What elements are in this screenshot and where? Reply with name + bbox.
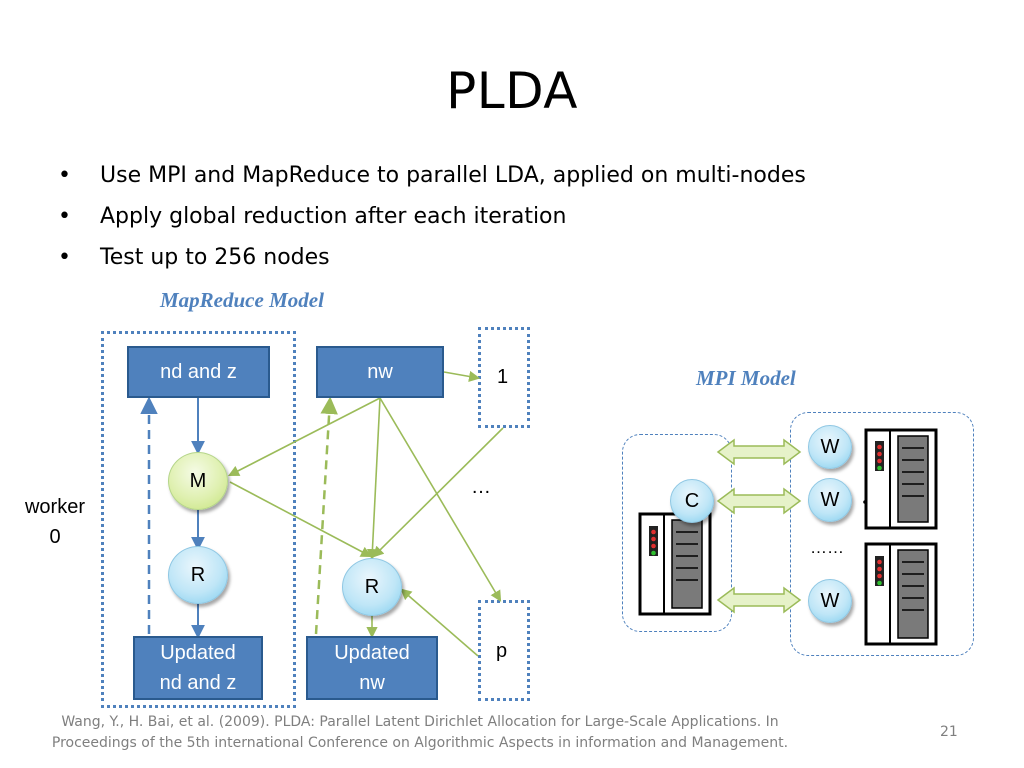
double-arrow xyxy=(716,438,802,466)
coordinator-node-c: C xyxy=(670,479,714,523)
arrow-nw-to-r xyxy=(366,397,381,561)
box-line: nw xyxy=(359,672,385,694)
partition-ellipsis: … xyxy=(471,476,491,498)
citation: Wang, Y., H. Bai, et al. (2009). PLDA: P… xyxy=(40,712,800,754)
bullet-item: Apply global reduction after each iterat… xyxy=(58,199,806,240)
server-icon xyxy=(864,428,938,530)
updated-nd-and-z-box: Updated nd and z xyxy=(133,636,263,700)
worker-0-label: worker 0 xyxy=(16,492,94,552)
bullet-list: Use MPI and MapReduce to parallel LDA, a… xyxy=(58,158,806,281)
box-line: Updated xyxy=(334,642,410,664)
bullet-item: Test up to 256 nodes xyxy=(58,240,806,281)
box-line: nd and z xyxy=(159,672,237,694)
slide-title: PLDA xyxy=(446,62,578,120)
mapreduce-model-label: MapReduce Model xyxy=(160,288,324,312)
partition-1-label: 1 xyxy=(497,366,509,388)
nw-box: nw xyxy=(316,346,444,398)
dashed-arrow-feedback-nw xyxy=(314,396,338,635)
nd-and-z-box: nd and z xyxy=(127,346,270,398)
page-number: 21 xyxy=(940,724,958,740)
worker-0-container xyxy=(101,331,296,708)
partition-p-box xyxy=(478,600,530,701)
map-node-m: M xyxy=(168,452,228,510)
more-workers-ellipsis: …… xyxy=(810,538,844,557)
worker-label-line: worker xyxy=(24,496,85,518)
box-line: Updated xyxy=(160,642,236,664)
server-icon xyxy=(864,542,938,646)
worker-node-w: W xyxy=(808,579,852,623)
partition-p-label: p xyxy=(496,640,508,662)
citation-line: Wang, Y., H. Bai, et al. (2009). PLDA: P… xyxy=(61,714,779,730)
coordinator-zone xyxy=(622,434,732,632)
reduce-node-right: R xyxy=(342,558,402,616)
arrow-nw-to-1 xyxy=(443,370,481,382)
continuation-dot xyxy=(863,500,867,504)
mpi-model-label: MPI Model xyxy=(696,366,796,390)
arrow-1-to-r xyxy=(372,427,504,558)
updated-nw-box: Updated nw xyxy=(306,636,438,700)
arrow-nw-to-p xyxy=(379,397,502,602)
worker-node-w: W xyxy=(808,478,852,522)
workers-zone xyxy=(790,412,974,656)
arrow-p-to-r xyxy=(400,588,479,657)
arrow-m-to-r xyxy=(229,481,372,558)
citation-line: Proceedings of the 5th international Con… xyxy=(51,735,789,751)
server-icon xyxy=(638,512,712,616)
bullet-item: Use MPI and MapReduce to parallel LDA, a… xyxy=(58,158,806,199)
arrow-nw-to-m xyxy=(228,397,381,477)
reduce-node-left: R xyxy=(168,546,228,604)
double-arrow xyxy=(716,586,802,614)
worker-node-w: W xyxy=(808,425,852,469)
worker-label-line: 0 xyxy=(49,526,61,548)
double-arrow xyxy=(716,487,802,515)
